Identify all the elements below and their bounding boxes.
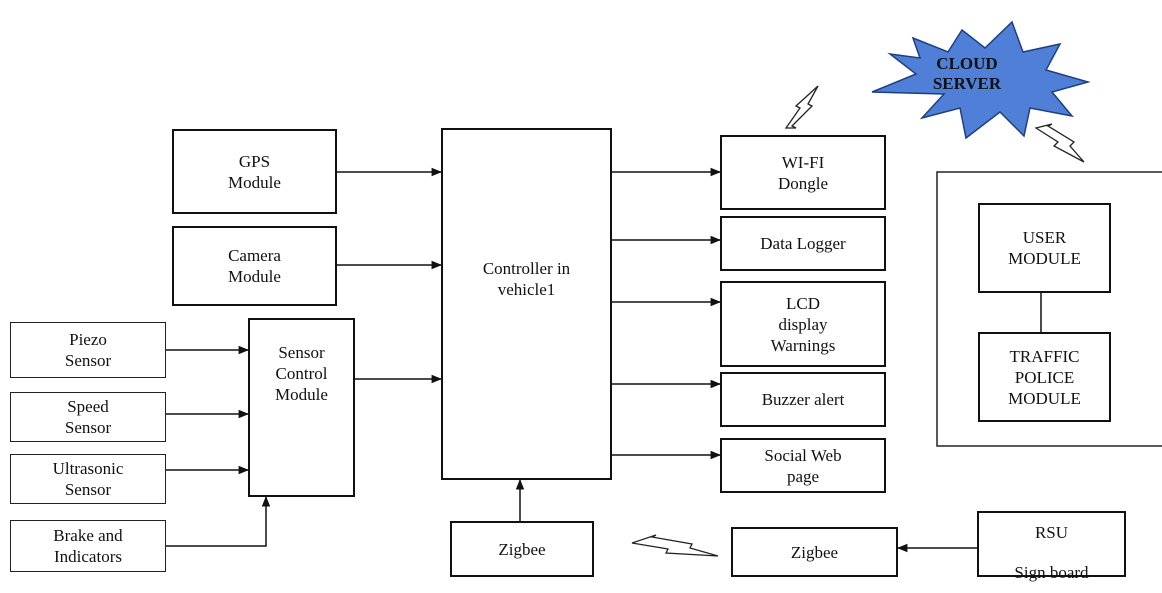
user-module: USER MODULE [978, 203, 1111, 293]
zigbee-rsu: Zigbee [731, 527, 898, 577]
rsu-sign-board: RSU Sign board [977, 511, 1126, 582]
wifi-dongle: WI-FI Dongle [720, 135, 886, 210]
controller-vehicle1: Controller in vehicle1 [441, 128, 612, 480]
ultrasonic-sensor: Ultrasonic Sensor [10, 454, 166, 504]
lcd-display-warnings: LCD display Warnings [720, 281, 886, 367]
server-panel-frame [936, 171, 1162, 447]
connectors [166, 20, 1162, 557]
camera-module: Camera Module [172, 226, 337, 306]
piezo-sensor: Piezo Sensor [10, 322, 166, 378]
wireless-bolt-wifi [784, 85, 819, 129]
data-logger: Data Logger [720, 216, 886, 271]
buzzer-alert: Buzzer alert [720, 372, 886, 427]
sensor-control-module: Sensor Control Module [248, 318, 355, 497]
zigbee-vehicle: Zigbee [450, 521, 594, 577]
block-diagram: CLOUD SERVER GPS Module Camera Module Pi… [10, 20, 1162, 582]
wireless-bolt-server [1034, 123, 1085, 163]
arrow-brake [166, 495, 271, 547]
cloud-server-label: CLOUD SERVER [932, 54, 1002, 93]
speed-sensor: Speed Sensor [10, 392, 166, 442]
traffic-police-module: TRAFFIC POLICE MODULE [978, 332, 1111, 422]
social-web-page: Social Web page [720, 438, 886, 493]
wireless-bolt-zigbee [631, 534, 719, 557]
cloud-server-shape [871, 20, 1091, 140]
brake-and-indicators: Brake and Indicators [10, 520, 166, 572]
gps-module: GPS Module [172, 129, 337, 214]
